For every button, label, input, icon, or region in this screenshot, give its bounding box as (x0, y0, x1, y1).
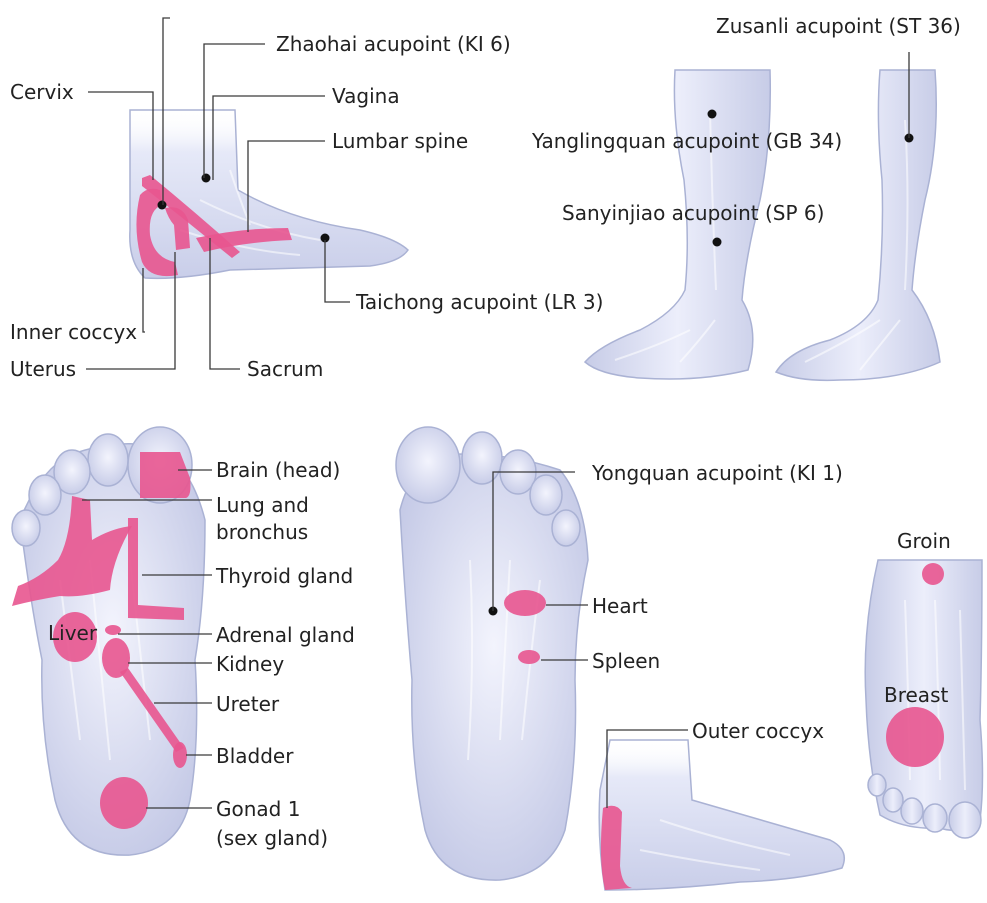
toe-5 (12, 510, 40, 546)
lateral-foot-view: Outer coccyx (599, 719, 844, 890)
dorsal-toe-2 (923, 804, 947, 832)
label-thyroid: Thyroid gland (215, 564, 353, 588)
label-cervix: Cervix (10, 80, 74, 104)
label-vagina: Vagina (332, 84, 400, 108)
label-gonad-line2: (sex gland) (216, 826, 328, 850)
label-heart: Heart (592, 594, 648, 618)
zone-bladder (173, 742, 187, 768)
center-toe-2 (462, 432, 502, 484)
label-ureter: Ureter (216, 692, 280, 716)
zone-spleen (518, 650, 540, 664)
label-sanyinjiao: Sanyinjiao acupoint (SP 6) (562, 201, 824, 225)
label-sacrum: Sacrum (247, 357, 323, 381)
label-spleen: Spleen (592, 649, 660, 673)
cervix-point (158, 201, 167, 210)
center-toe-4 (530, 475, 562, 515)
label-lumbar-spine: Lumbar spine (332, 129, 468, 153)
zhaohai-point (202, 174, 211, 183)
center-big-toe (396, 427, 460, 503)
toe-4 (29, 475, 61, 515)
label-lung-line2: bronchus (216, 520, 308, 544)
label-zusanli: Zusanli acupoint (ST 36) (716, 14, 961, 38)
dorsal-toe-4 (883, 788, 903, 812)
label-yongquan: Yongquan acupoint (KI 1) (591, 461, 843, 485)
label-gonad-line1: Gonad 1 (216, 797, 300, 821)
label-adrenal: Adrenal gland (216, 623, 355, 647)
label-lung-line1: Lung and (216, 493, 309, 517)
zone-heart (504, 590, 546, 616)
label-breast: Breast (884, 683, 948, 707)
label-inner-coccyx: Inner coccyx (10, 320, 137, 344)
medial-foot-view: Cervix Zhaohai acupoint (KI 6) Vagina Lu… (10, 18, 603, 381)
yanglingquan-point (708, 110, 717, 119)
lateral-foot-skin (599, 740, 844, 890)
toe-2 (88, 434, 128, 486)
label-uterus: Uterus (10, 357, 76, 381)
dorsal-foot-view: Groin Breast (865, 529, 982, 838)
label-brain: Brain (head) (216, 458, 340, 482)
label-liver: Liver (48, 621, 98, 645)
sole-organ-view: Brain (head) Lung and bronchus Thyroid g… (12, 427, 355, 855)
label-taichong: Taichong acupoint (LR 3) (355, 290, 603, 314)
center-toe-5 (552, 510, 580, 546)
dorsal-toe-3 (901, 798, 923, 824)
zone-gonad (100, 777, 148, 829)
dorsal-toe-1 (949, 802, 981, 838)
label-kidney: Kidney (216, 652, 284, 676)
legs-view: Zusanli acupoint (ST 36) Yanglingquan ac… (531, 14, 961, 380)
label-outer-coccyx: Outer coccyx (692, 719, 824, 743)
label-bladder: Bladder (216, 744, 294, 768)
label-zhaohai: Zhaohai acupoint (KI 6) (276, 32, 511, 56)
sanyinjiao-point (713, 238, 722, 247)
label-yanglingquan: Yanglingquan acupoint (GB 34) (531, 129, 842, 153)
dorsal-toe-5 (868, 774, 886, 796)
label-groin: Groin (897, 529, 951, 553)
zone-groin (922, 563, 944, 585)
zone-breast (886, 707, 944, 767)
